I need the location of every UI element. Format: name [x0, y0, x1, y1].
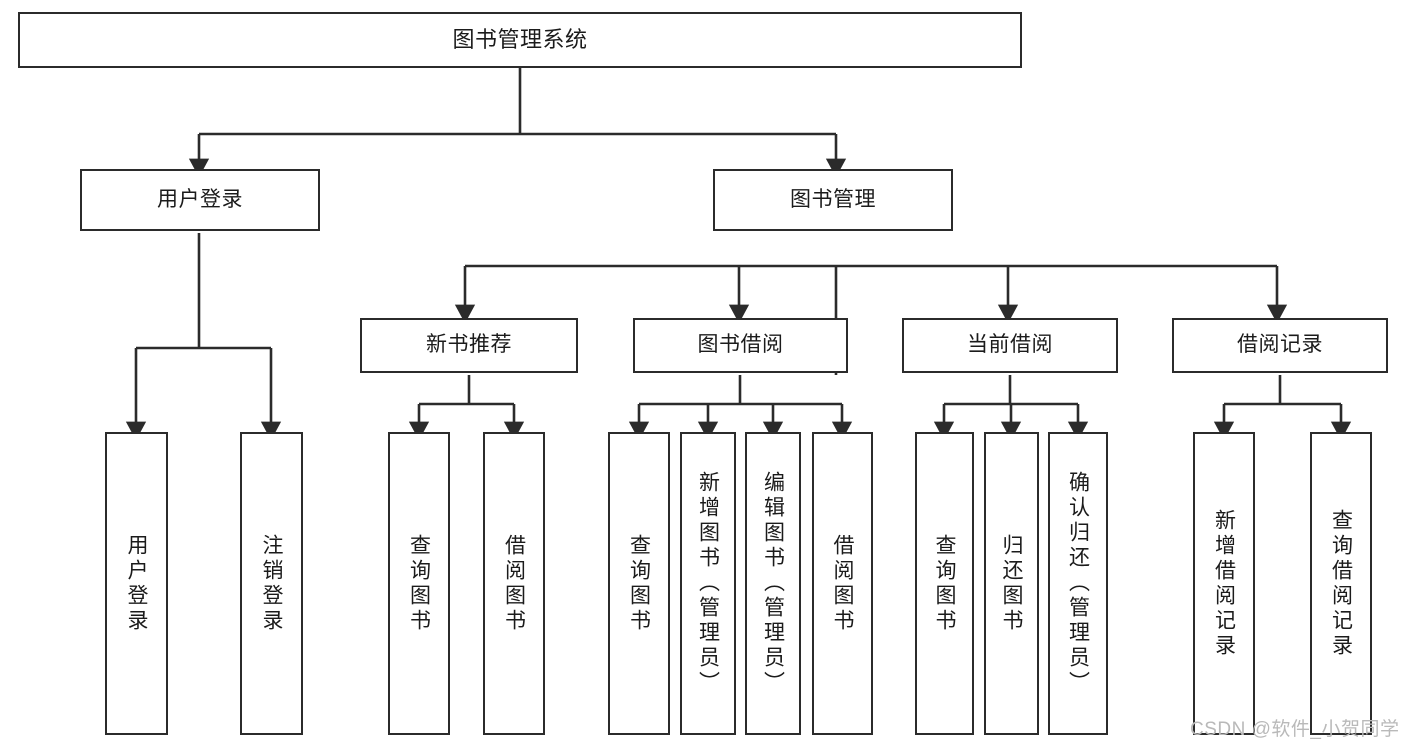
node-leaf-query-record[interactable]: 查询借阅记录 [1310, 432, 1372, 735]
node-leaf-edit-book[interactable]: 编辑图书（管理员） [745, 432, 801, 735]
csdn-watermark: CSDN @软件_小贺同学 [1190, 719, 1400, 740]
node-root[interactable]: 图书管理系统 [18, 12, 1022, 68]
node-new-book-rec[interactable]: 新书推荐 [360, 318, 578, 373]
node-leaf-logout[interactable]: 注销登录 [240, 432, 303, 735]
node-leaf-return-book[interactable]: 归还图书 [984, 432, 1039, 735]
node-leaf-borrow-book-2-label: 借阅图书 [831, 533, 854, 634]
node-user-login[interactable]: 用户登录 [80, 169, 320, 231]
node-leaf-confirm-return-label: 确认归还（管理员） [1066, 471, 1090, 696]
node-leaf-add-book[interactable]: 新增图书（管理员） [680, 432, 736, 735]
node-leaf-borrow-book-2[interactable]: 借阅图书 [812, 432, 873, 735]
node-new-book-rec-label: 新书推荐 [426, 333, 512, 357]
node-leaf-query-book-1-label: 查询图书 [407, 533, 431, 634]
node-leaf-query-book-3[interactable]: 查询图书 [915, 432, 974, 735]
node-leaf-query-book-2[interactable]: 查询图书 [608, 432, 670, 735]
node-leaf-add-book-label: 新增图书（管理员） [696, 471, 720, 696]
node-leaf-query-record-label: 查询借阅记录 [1329, 508, 1353, 659]
node-borrow-record-label: 借阅记录 [1237, 333, 1323, 357]
node-current-borrow[interactable]: 当前借阅 [902, 318, 1118, 373]
node-leaf-user-login-label: 用户登录 [125, 533, 148, 634]
node-leaf-logout-label: 注销登录 [260, 533, 283, 634]
node-book-borrow[interactable]: 图书借阅 [633, 318, 848, 373]
node-leaf-query-book-2-label: 查询图书 [627, 533, 651, 634]
node-current-borrow-label: 当前借阅 [967, 333, 1053, 357]
node-book-borrow-label: 图书借阅 [697, 333, 784, 357]
node-root-label: 图书管理系统 [452, 27, 588, 53]
node-book-manage[interactable]: 图书管理 [713, 169, 953, 231]
node-leaf-borrow-book-1[interactable]: 借阅图书 [483, 432, 545, 735]
node-book-manage-label: 图书管理 [790, 187, 876, 211]
node-leaf-user-login[interactable]: 用户登录 [105, 432, 168, 735]
node-leaf-return-book-label: 归还图书 [1000, 533, 1023, 634]
node-borrow-record[interactable]: 借阅记录 [1172, 318, 1388, 373]
node-leaf-confirm-return[interactable]: 确认归还（管理员） [1048, 432, 1108, 735]
node-leaf-query-book-3-label: 查询图书 [933, 533, 956, 634]
node-leaf-add-record[interactable]: 新增借阅记录 [1193, 432, 1255, 735]
node-user-login-label: 用户登录 [157, 187, 243, 211]
node-leaf-edit-book-label: 编辑图书（管理员） [761, 471, 785, 696]
node-leaf-add-record-label: 新增借阅记录 [1212, 508, 1236, 659]
node-leaf-query-book-1[interactable]: 查询图书 [388, 432, 450, 735]
node-leaf-borrow-book-1-label: 借阅图书 [502, 533, 526, 634]
